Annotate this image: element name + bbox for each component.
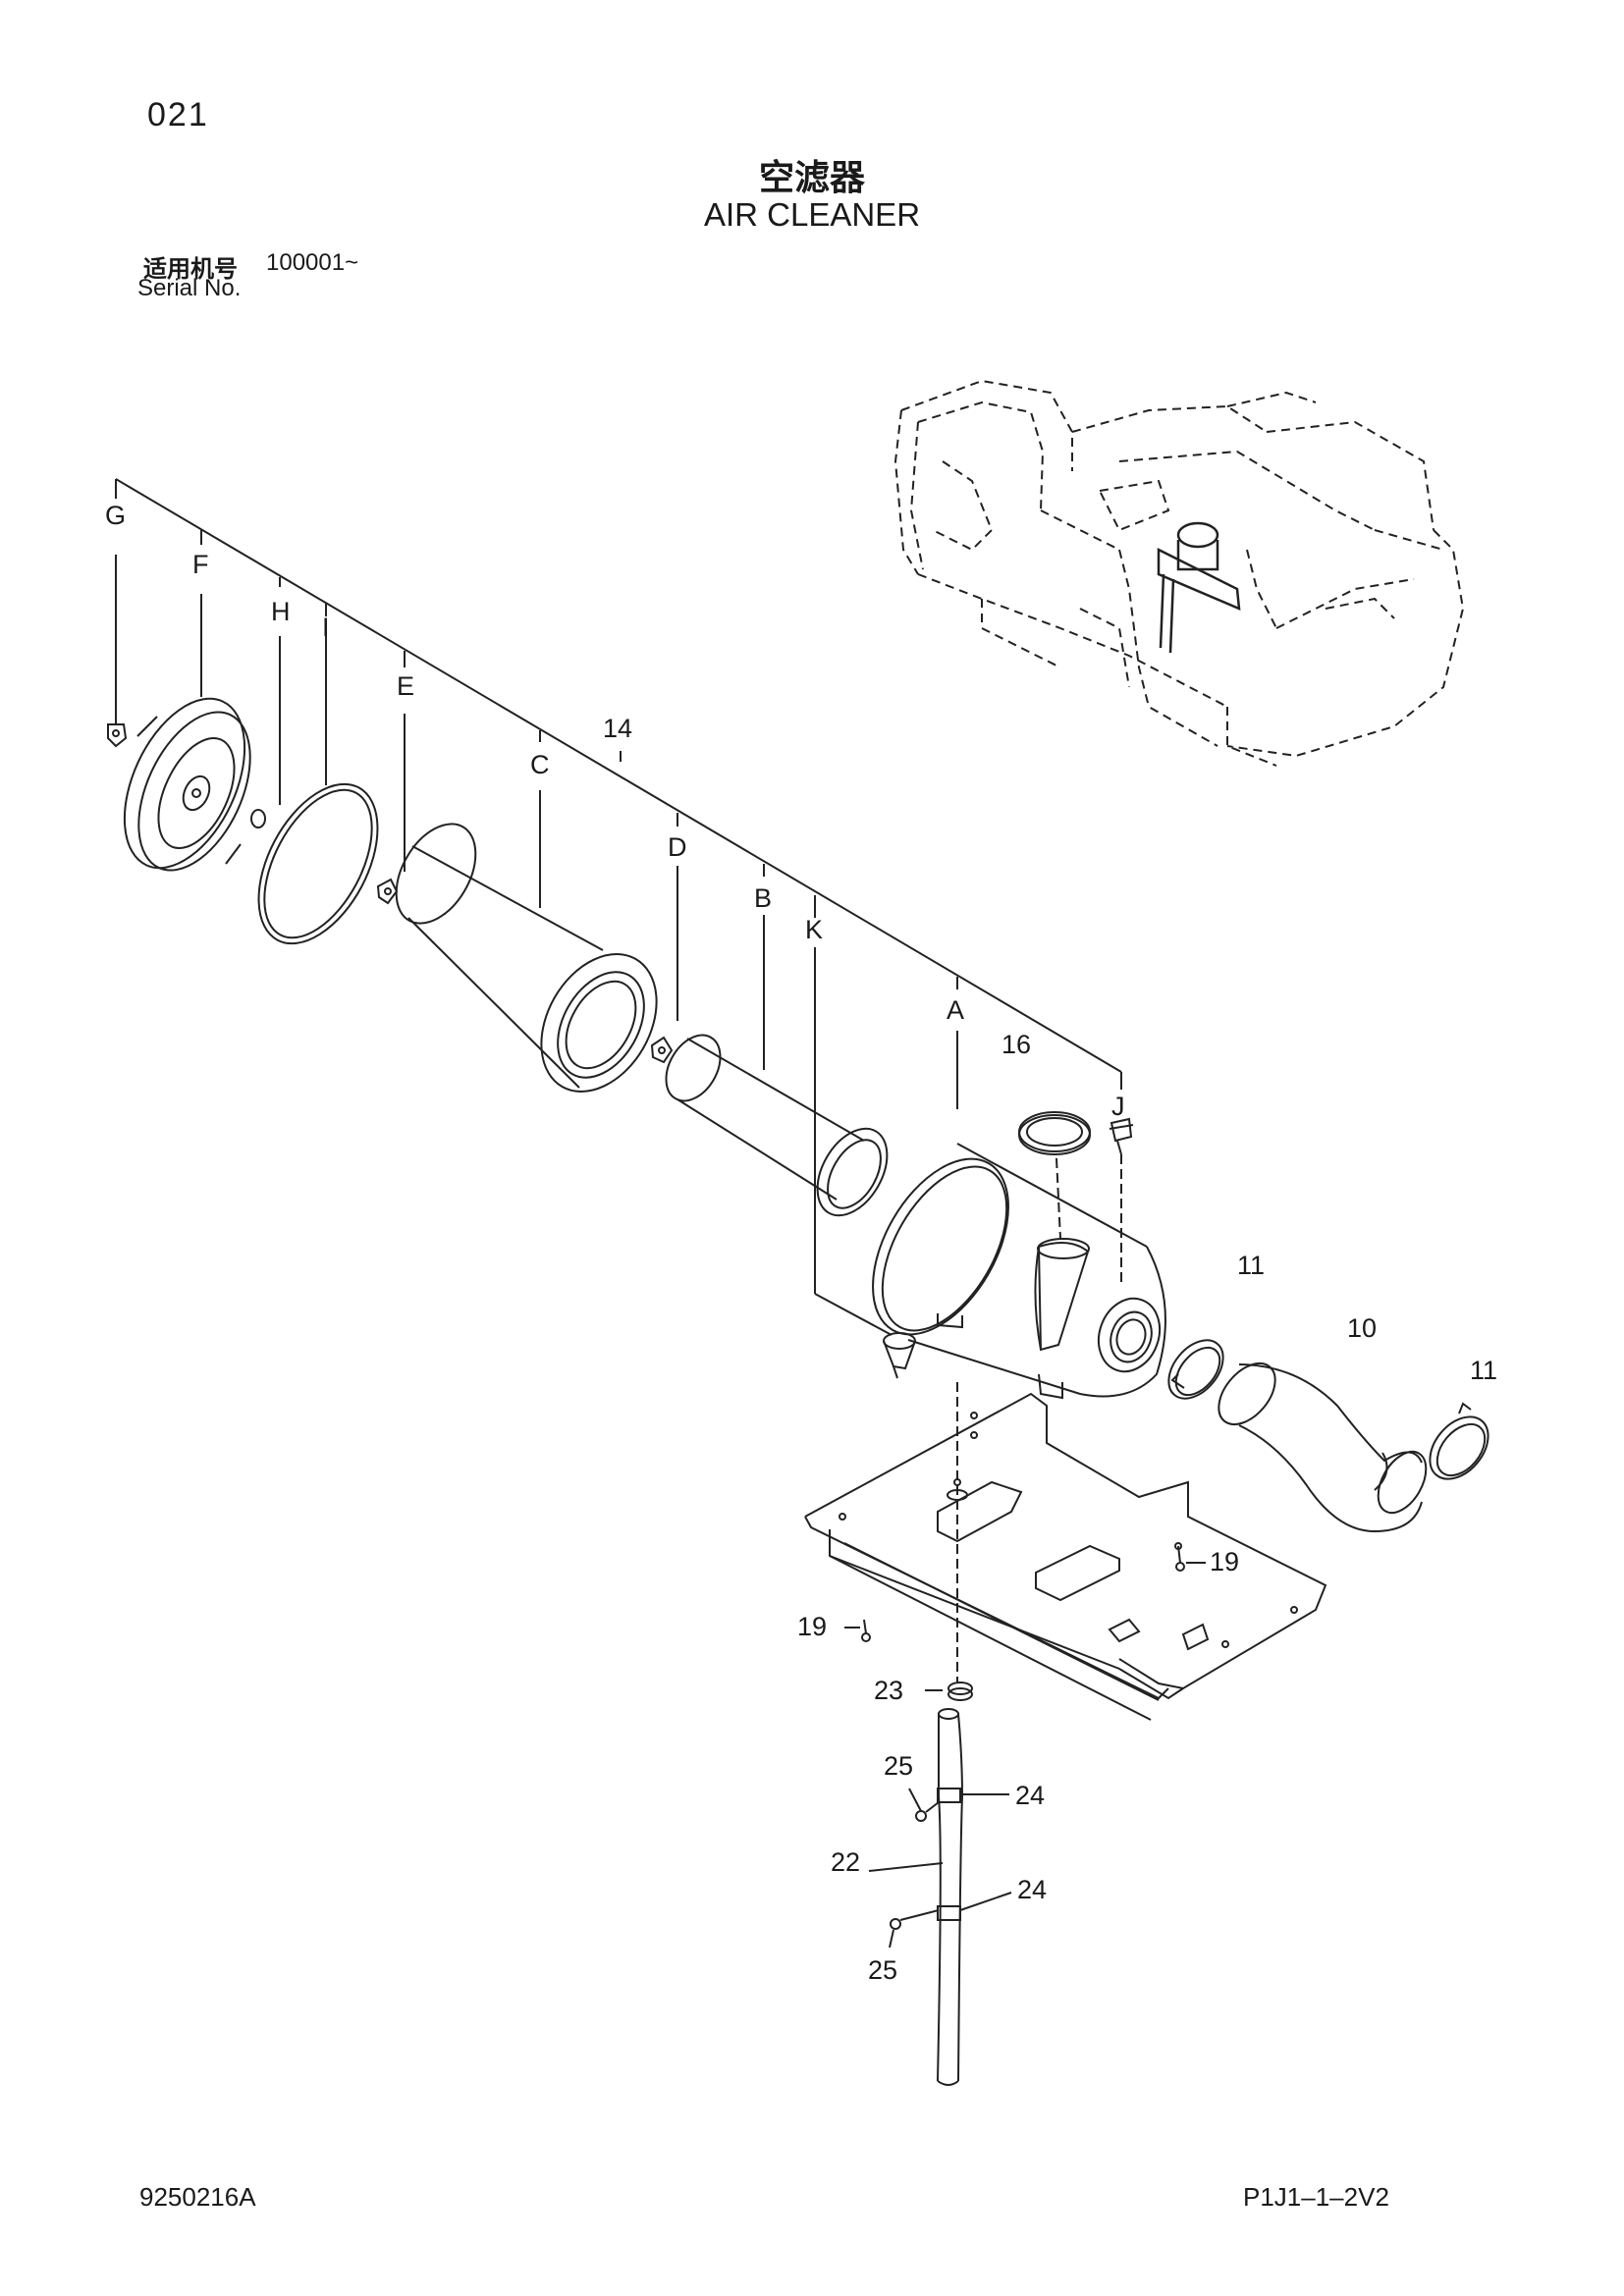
part-J-indicator [1109, 1117, 1134, 1155]
callout-B: B [754, 883, 772, 913]
part-24-clip-b [937, 1892, 1012, 1921]
title-english: AIR CLEANER [703, 196, 921, 233]
callout-24-upper: 24 [1015, 1781, 1045, 1810]
machine-location-outline [893, 379, 1465, 767]
callout-23: 23 [874, 1676, 903, 1705]
part-25-screw-a [908, 1788, 940, 1822]
part-C-primary-element [395, 823, 658, 1093]
part-D-nut [650, 1036, 674, 1064]
callout-H: H [271, 597, 291, 626]
serial-label-chinese: 适用机号 [143, 255, 238, 283]
part-19-bolt-a [1175, 1545, 1206, 1572]
callout-E: E [397, 671, 414, 701]
callout-16: 16 [1001, 1030, 1031, 1059]
part-16-seal-ring [1018, 1111, 1091, 1155]
part-19-bolt-b [844, 1619, 871, 1642]
callout-14: 14 [603, 714, 632, 743]
callout-19-left: 19 [797, 1612, 827, 1641]
callout-D: D [668, 832, 687, 862]
part-11-clamp-a [1167, 1339, 1224, 1400]
part-F-cover [123, 697, 251, 872]
part-E-nut [376, 878, 399, 905]
callout-22: 22 [831, 1847, 860, 1877]
part-11-clamp-b [1429, 1402, 1489, 1480]
part-H-o-ring [250, 809, 266, 828]
callout-A: A [947, 995, 964, 1025]
page-code: P1J1–1–2V2 [1243, 2182, 1389, 2212]
callout-G: G [105, 501, 126, 530]
serial-range: 100001~ [266, 249, 359, 276]
document-code: 9250216A [139, 2182, 256, 2212]
kit-bracket-line [115, 478, 1122, 1336]
callout-F: F [192, 550, 209, 579]
callout-11-upper: 11 [1237, 1251, 1265, 1280]
page-number: 021 [147, 96, 209, 133]
part-22-drain-tube [868, 1708, 964, 2086]
part-I-gasket [257, 782, 379, 945]
serial-label-english: Serial No. [137, 275, 242, 301]
part-G-knob [107, 723, 128, 748]
machine-air-cleaner-highlight [1157, 521, 1241, 654]
callout-J: J [1111, 1092, 1125, 1121]
callout-labels: G F H I E 14 C D B K A 16 J 11 10 11 19 … [105, 501, 1497, 1985]
callout-I: I [322, 613, 330, 642]
part-24-clip-a [937, 1788, 1009, 1803]
callout-24-lower: 24 [1017, 1875, 1047, 1904]
part-23-clamp [925, 1682, 973, 1701]
part-B-safety-element [665, 1034, 889, 1217]
mounting-bracket [804, 1392, 1327, 1721]
part-K-valve [883, 1332, 916, 1379]
part-10-elbow-hose [1218, 1362, 1428, 1533]
part-25-screw-b [889, 1909, 940, 1949]
callout-10: 10 [1347, 1313, 1377, 1343]
callout-19-right: 19 [1210, 1547, 1239, 1576]
callout-C: C [530, 750, 550, 779]
centerline-16 [1056, 1157, 1061, 1240]
callout-25-lower: 25 [868, 1955, 897, 1985]
callout-25-upper: 25 [884, 1751, 913, 1781]
callout-K: K [805, 915, 823, 944]
title-chinese: 空滤器 [758, 158, 865, 198]
part-A-housing [872, 1143, 1166, 1400]
callout-11-right: 11 [1470, 1356, 1497, 1385]
